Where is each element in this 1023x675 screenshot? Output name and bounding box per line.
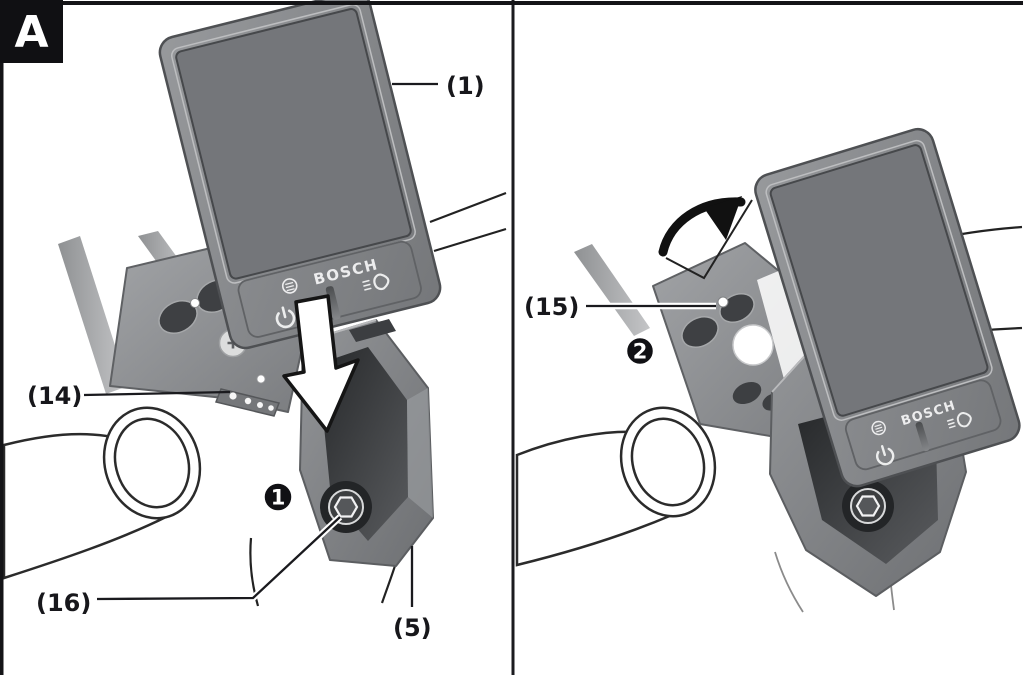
button-divider-ridge xyxy=(915,421,930,452)
frame-left-border xyxy=(0,0,4,675)
rotate-arrow-icon xyxy=(658,196,753,280)
panel-divider xyxy=(511,0,515,675)
callout-mount: (5) xyxy=(393,614,432,642)
hex-socket xyxy=(855,495,881,517)
display-screen xyxy=(769,144,989,417)
bosch-anchor-icon xyxy=(871,420,886,436)
bike-light-icon xyxy=(946,412,972,429)
plate-pin-dot xyxy=(190,298,200,308)
contact-pins xyxy=(214,388,281,417)
leader-line-14 xyxy=(83,390,231,397)
cable-below-mount-left xyxy=(774,551,804,613)
handlebar-clamp-ring-inner xyxy=(630,417,706,507)
step-1-badge: 1 xyxy=(262,481,294,513)
display-device: BOSCH xyxy=(158,0,442,350)
handlebar-behind-mount-left xyxy=(249,537,260,607)
panel-step-1: BOSCH 1 (1) (14) (16) (5) xyxy=(2,0,507,642)
cable-below-mount-right xyxy=(890,584,895,611)
panel-step-2: BOSCH 2 (15) xyxy=(515,127,1023,613)
plate-hole-left xyxy=(681,316,719,348)
handlebar-right-edge-bottom xyxy=(433,227,507,253)
display-device: BOSCH xyxy=(754,127,1021,488)
frame-top-border xyxy=(0,1,1023,5)
callout-display: (1) xyxy=(446,72,485,100)
bosch-anchor-icon xyxy=(281,278,298,294)
screen-rim xyxy=(765,139,993,421)
display-screen xyxy=(175,8,412,280)
mount-side-wall xyxy=(407,388,433,518)
mount-latch-notch xyxy=(349,319,396,342)
handlebar-clamp-ring-inner xyxy=(113,417,191,509)
down-arrow-icon xyxy=(282,294,360,433)
callout-contacts: (14) xyxy=(27,382,82,410)
bike-light-icon xyxy=(362,273,390,291)
figure-label: A xyxy=(14,7,48,58)
stem-cable-left xyxy=(58,236,128,394)
leader-line-16 xyxy=(96,516,341,601)
button-divider-ridge xyxy=(325,286,341,320)
step-2-badge: 2 xyxy=(624,335,656,367)
hex-socket xyxy=(333,496,359,518)
svg-text:2: 2 xyxy=(633,340,648,364)
figure-label-box: A xyxy=(0,0,63,63)
plate-small-dot xyxy=(256,374,266,384)
plate-hole-right xyxy=(719,292,755,324)
plate-lower-hole-left xyxy=(732,381,762,405)
handlebar-right-edge-top xyxy=(429,191,507,224)
mounting-bolt xyxy=(842,480,894,532)
detent-pin xyxy=(717,296,729,308)
control-area xyxy=(844,379,1002,471)
power-icon xyxy=(275,306,296,329)
svg-text:1: 1 xyxy=(271,486,286,510)
pivot-blob xyxy=(732,324,774,366)
callout-pin: (15) xyxy=(524,293,579,321)
power-icon xyxy=(875,445,895,466)
stem-cable xyxy=(574,244,650,336)
callout-bolt: (16) xyxy=(36,589,91,617)
